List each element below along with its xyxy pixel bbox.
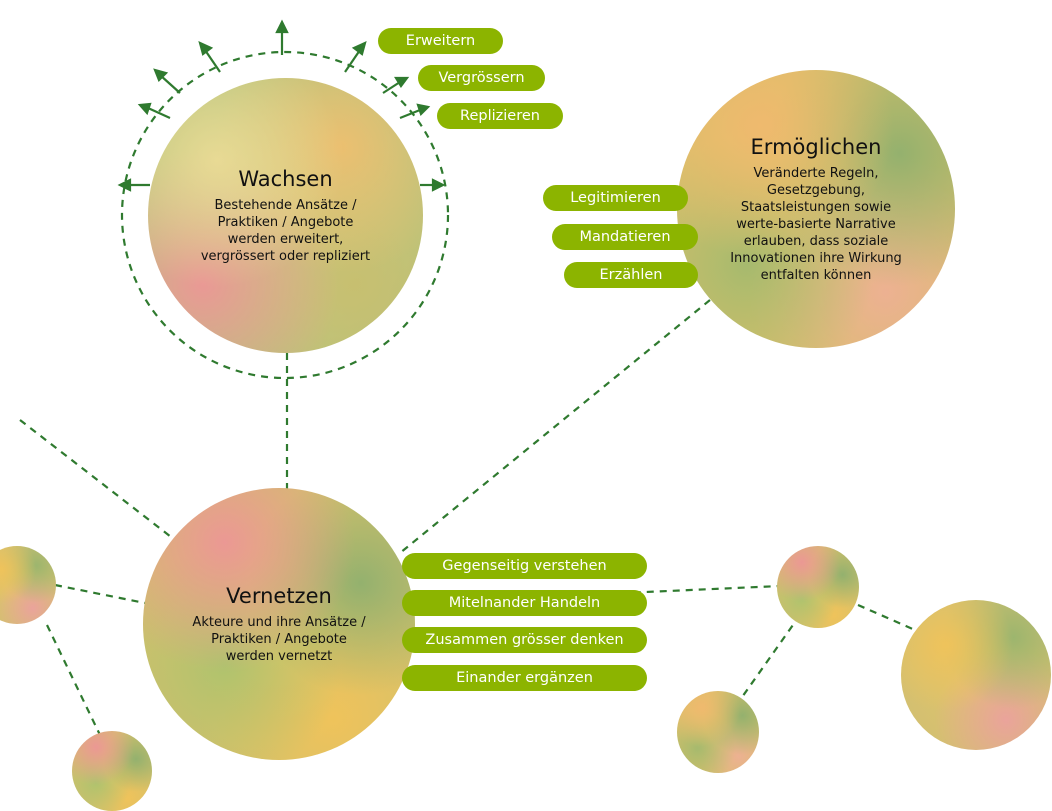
vernetzen-circle: Vernetzen Akteure und ihre Ansätze / Pra…	[143, 488, 415, 760]
connector-ermoeglichen-vernetzen	[399, 299, 711, 554]
vernetzen-description: Akteure und ihre Ansätze / Praktiken / A…	[192, 614, 366, 664]
label-gegenseitig-verstehen: Gegenseitig verstehen	[402, 553, 647, 579]
label-vergroessern: Vergrössern	[418, 65, 545, 91]
small-node-bottom-right	[677, 691, 759, 773]
connector-mid-right-large	[857, 603, 916, 632]
connector-left-edge-vernetzen	[19, 419, 176, 541]
label-replizieren: Replizieren	[437, 103, 563, 129]
arrow-left-icon	[117, 178, 150, 192]
arrow-right-icon	[420, 178, 446, 192]
small-node-right	[777, 546, 859, 628]
arrow-left-icon	[137, 102, 171, 120]
ermoeglichen-circle: Ermöglichen Veränderte Regeln, Gesetzgeb…	[677, 70, 955, 348]
arrow-up-right-icon	[344, 41, 367, 73]
vernetzen-title: Vernetzen	[226, 583, 332, 608]
label-miteinander-handeln: Mitelnander Handeln	[402, 590, 647, 616]
small-node-bottom-left	[72, 731, 152, 811]
label-mandatieren: Mandatieren	[552, 224, 698, 250]
wachsen-circle: Wachsen Bestehende Ansätze / Praktiken /…	[148, 78, 423, 353]
arrow-up-left-icon	[153, 68, 181, 94]
label-legitimieren: Legitimieren	[543, 185, 688, 211]
label-zusammen-groesser-denken: Zusammen grösser denken	[402, 627, 647, 653]
label-erzaehlen: Erzählen	[564, 262, 698, 288]
ermoeglichen-title: Ermöglichen	[750, 134, 882, 159]
label-erweitern: Erweitern	[378, 28, 503, 54]
wachsen-description: Bestehende Ansätze / Praktiken / Angebot…	[200, 197, 371, 264]
connector-vernetzen-right	[399, 584, 781, 605]
label-einander-ergaenzen: Einander ergänzen	[402, 665, 647, 691]
arrow-up-right-icon	[382, 76, 410, 94]
ermoeglichen-description: Veränderte Regeln, Gesetzgebung, Staatsl…	[730, 165, 902, 283]
arrow-up-left-icon	[198, 41, 221, 73]
connector-mid-right-bottom	[739, 614, 801, 701]
arrow-right-icon	[399, 103, 431, 120]
wachsen-title: Wachsen	[238, 166, 333, 191]
growth-dashed-ring	[120, 50, 450, 380]
arrow-up-icon	[275, 19, 289, 55]
connector-small-left-vernetzen	[54, 583, 146, 605]
connector-small-left-bottom	[46, 624, 101, 736]
large-node-right	[901, 600, 1051, 750]
